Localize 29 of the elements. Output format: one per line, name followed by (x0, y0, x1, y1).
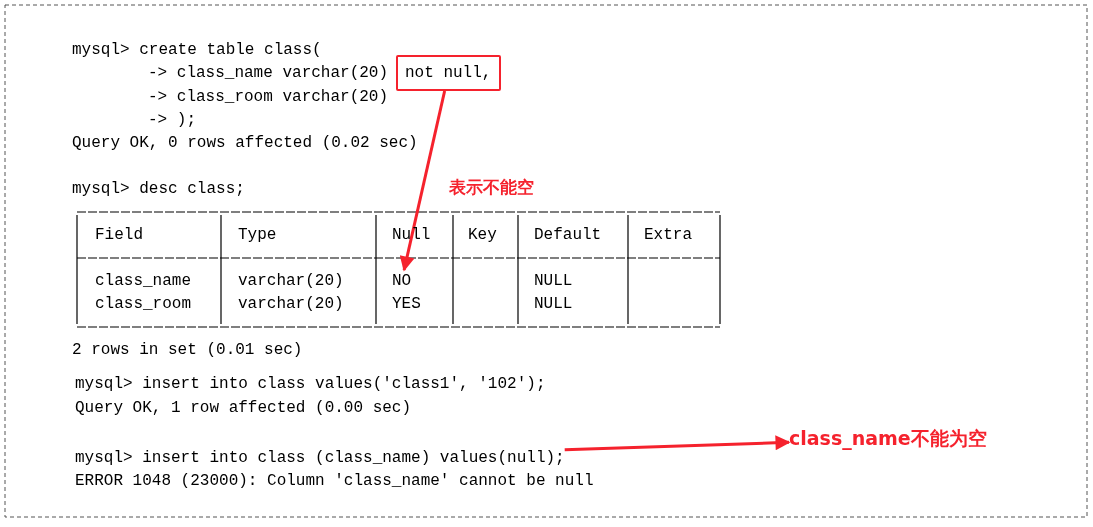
terminal-line: mysql> insert into class (class_name) values(null); (75, 447, 565, 469)
table-cell-text: YES (392, 294, 421, 315)
arrow (399, 90, 447, 272)
highlight-box: not null, (396, 55, 502, 91)
terminal-line: Query OK, 0 rows affected (0.02 sec) (72, 133, 418, 154)
table-cell-text: Key (468, 225, 497, 246)
table-cell-text: Type (238, 225, 277, 246)
arrow (564, 435, 791, 452)
table-cell-text: Extra (644, 225, 692, 246)
table-cell-text: class_room (95, 294, 191, 315)
table-cell-text: NULL (534, 294, 573, 315)
edge-label: 表示不能空 (449, 176, 534, 199)
annotation-text: class_name不能为空 (789, 426, 987, 452)
terminal-line: -> class_name varchar(20) (148, 63, 389, 84)
table-cell-text: varchar(20) (238, 271, 344, 292)
terminal-line: mysql> desc class; (72, 179, 245, 200)
terminal-line: mysql> create table class( (72, 40, 322, 61)
table-cell-text: class_name (95, 271, 191, 292)
table-cell-text: varchar(20) (238, 294, 344, 315)
table-cell-text: Default (534, 225, 602, 246)
terminal-line: -> class_room varchar(20) (148, 87, 389, 108)
table-cell-text: NO (392, 270, 412, 292)
terminal-line: mysql> insert into class values('class1', '102'); (75, 374, 546, 395)
table-cell-text: NULL (534, 271, 573, 292)
terminal-line: ERROR 1048 (23000): Column 'class_name' cannot be null (75, 471, 594, 492)
table-cell-text: Field (95, 225, 143, 246)
terminal-line: -> ); (148, 110, 196, 131)
terminal-line: Query OK, 1 row affected (0.00 sec) (75, 398, 412, 419)
terminal-line: 2 rows in set (0.01 sec) (72, 340, 303, 361)
